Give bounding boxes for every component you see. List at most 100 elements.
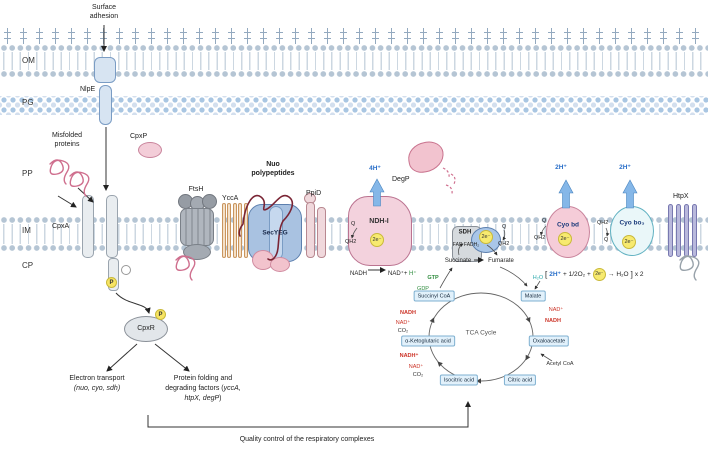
ftsh-base xyxy=(183,244,211,260)
co2-label-left1: CO₂ xyxy=(397,328,409,334)
electron-circle-cyobo3: 2e⁻ xyxy=(622,235,636,249)
formula-close-bracket: ] xyxy=(630,269,633,279)
outer-membrane xyxy=(0,44,708,78)
cpxr-to-electron-arrow xyxy=(106,343,138,372)
cpxr-to-folding-arrow xyxy=(154,343,190,372)
label-om: OM xyxy=(22,56,35,65)
cyo-bo3-label: Cyo bo₃ xyxy=(619,219,645,227)
cpxa-tm-bar-1 xyxy=(82,195,94,258)
tca-arrowhead xyxy=(525,316,531,323)
gtp-label: GTP xyxy=(427,275,439,281)
proton-label-cyobo3: 2H⁺ xyxy=(619,164,631,171)
ycca-helix xyxy=(238,203,242,258)
acetyl-coa-arrow xyxy=(540,353,553,362)
misfolded-squiggle-1 xyxy=(49,159,70,185)
cpxa-to-cpxr-arrow xyxy=(115,292,151,314)
htpx-helix xyxy=(692,204,697,257)
quality-bracket xyxy=(147,401,471,428)
q-label-ndh1: Q xyxy=(351,221,356,227)
adp-circle xyxy=(121,265,131,275)
nadh-label: NADH xyxy=(350,271,368,277)
degp-fragment xyxy=(445,184,453,195)
cyo-bo3-oxidase xyxy=(610,206,654,256)
fumarate-label: Fumarate xyxy=(488,258,514,264)
ycca-helix xyxy=(244,203,248,258)
succinyl-to-succinate-arrow xyxy=(439,267,453,289)
om-lipid-tails xyxy=(0,52,708,70)
degp-protease xyxy=(405,139,447,175)
misfolded-squiggle-2 xyxy=(69,171,90,197)
formula-o2: + 1/2O₂ + xyxy=(562,270,591,278)
water-formula: [ 2H⁺ + 1/2O₂ + 2e⁻ → H₂O ] x 2 xyxy=(545,268,644,281)
ndh1-complex xyxy=(348,196,412,266)
h-plus: H⁺ xyxy=(409,271,417,277)
cpxa-label: CpxA xyxy=(52,223,70,230)
ycca-label: YccA xyxy=(222,195,239,202)
h2o-in-arrow xyxy=(534,280,541,290)
label-pg: PG xyxy=(22,98,34,107)
fad-label: FAD xyxy=(452,242,463,249)
degp-fragment xyxy=(442,167,450,179)
nlpe-protein xyxy=(99,85,112,125)
tca-box-oxaloacetate: Oxaloacetate xyxy=(528,335,570,347)
electron-circle-cyobd: 2e⁻ xyxy=(558,232,572,246)
h2o-tca-label: H₂O xyxy=(532,275,544,281)
tca-box-isocitric-acid: Isocitric acid xyxy=(439,374,479,386)
tca-title: TCA Cycle xyxy=(465,329,497,337)
electron-transport-genes: (nuo, cyo, sdh) xyxy=(73,385,121,392)
ftsh-subunit xyxy=(202,194,217,209)
folding-label-3: htpX, degP) xyxy=(185,395,222,403)
nad-label-right: NAD⁺ xyxy=(548,307,564,313)
htpx-helix xyxy=(684,204,689,257)
cpxp-protein xyxy=(138,142,162,158)
nadh-label-left1: NADH xyxy=(400,310,416,316)
co2-label-left2: CO₂ xyxy=(412,372,424,378)
nuo-label-1: Nuo xyxy=(266,161,280,168)
cpxa-tm-bar-2 xyxy=(106,195,118,258)
folding-label-2: degrading factors (yccA, xyxy=(165,385,241,393)
nlpe-om-domain xyxy=(94,57,116,83)
ppid-arm xyxy=(317,207,326,258)
htpx-label: HtpX xyxy=(673,193,689,200)
om-lipid-heads-bottom xyxy=(0,70,708,78)
proton-arrow-cyobd xyxy=(558,179,574,209)
folding-label-1: Protein folding and xyxy=(173,375,233,382)
cpxr-label: CpxR xyxy=(137,324,155,332)
peptidoglycan-layer xyxy=(0,96,708,115)
formula-h2o: H₂O xyxy=(616,270,629,278)
qh2-label-ndh1: QH2 xyxy=(345,239,357,245)
nlpe-label: NlpE xyxy=(80,86,96,93)
htpx-protease xyxy=(668,204,673,257)
ftsh-barrel xyxy=(180,208,214,246)
nuo-label-2: polypeptides xyxy=(251,170,295,177)
misfolded-arrow-1 xyxy=(57,195,77,208)
q-label-sdh: Q xyxy=(502,224,507,230)
formula-2h: 2H⁺ xyxy=(549,270,561,278)
folding-label-2a: degrading factors ( xyxy=(165,385,224,392)
tca-arrowhead xyxy=(525,354,531,361)
label-cp: CP xyxy=(22,261,34,270)
electron-transport-label: Electron transport xyxy=(69,375,125,382)
succinate-label: Succinate xyxy=(444,258,472,264)
secyeg-label: SecYEG xyxy=(262,229,288,237)
qh2-label-cyobo3: QH2 xyxy=(597,220,609,226)
nad-plus: NAD⁺+ xyxy=(388,271,408,277)
misfolded-label-1: Misfolded xyxy=(52,132,82,139)
fadh2-label: FADH₂ xyxy=(463,242,480,249)
formula-open-bracket: [ xyxy=(545,269,548,279)
phosphate-circle-cpxr: P xyxy=(155,309,166,320)
fumarate-to-malate-arrow xyxy=(499,266,528,287)
nadh-label-left2: NADH⁺ xyxy=(399,353,419,359)
proton-arrow-cyobo3 xyxy=(622,179,638,209)
cyo-bd-label: Cyo bd xyxy=(556,221,580,229)
degp-cleaved-fragments xyxy=(442,167,456,195)
formula-x2: x 2 xyxy=(634,270,644,278)
proton-label-ndh1: 4H⁺ xyxy=(369,165,381,172)
htpx-substrate-squiggle xyxy=(679,255,700,281)
phosphate-circle-cpxa: P xyxy=(106,277,117,288)
surface-adhesion-label-2: adhesion xyxy=(89,13,119,20)
om-lipid-heads-top xyxy=(0,44,708,52)
cyo-bd-oxidase xyxy=(546,206,590,258)
cpxa-kinase-domain xyxy=(108,258,119,291)
